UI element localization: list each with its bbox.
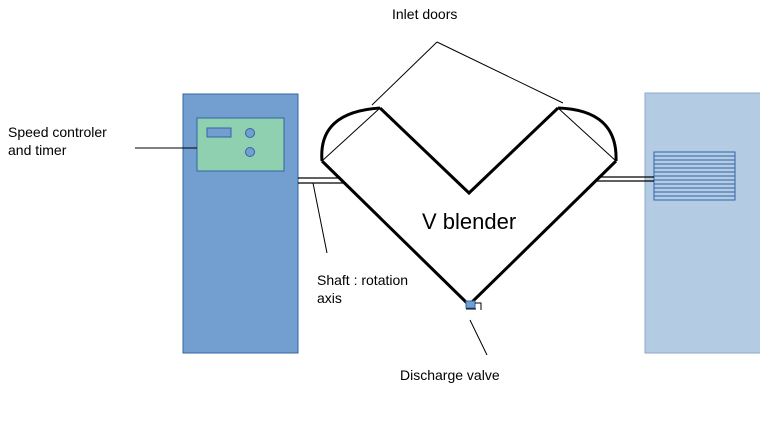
inlet-doors-label: Inlet doors	[392, 6, 458, 22]
shaft-left	[298, 177, 344, 184]
leader-lines	[135, 41, 564, 356]
right-housing	[644, 92, 760, 354]
v-blender-label: V blender	[422, 209, 517, 234]
discharge-valve	[465, 300, 476, 309]
inlet-door-left	[320, 106, 381, 162]
discharge-valve-label: Discharge valve	[400, 367, 500, 383]
shaft-right	[596, 176, 654, 182]
control-panel	[196, 117, 285, 172]
knob-2	[245, 147, 255, 157]
grille	[653, 151, 736, 201]
speed-controller-label-2: and timer	[8, 142, 67, 158]
knob-1	[245, 128, 255, 138]
speed-controller-label-1: Speed controler	[8, 124, 107, 140]
shaft-label-1: Shaft : rotation	[317, 272, 409, 288]
shaft-label-2: axis	[317, 290, 342, 306]
inlet-door-right	[557, 106, 618, 162]
door-chords	[321, 107, 617, 162]
display	[206, 127, 232, 138]
